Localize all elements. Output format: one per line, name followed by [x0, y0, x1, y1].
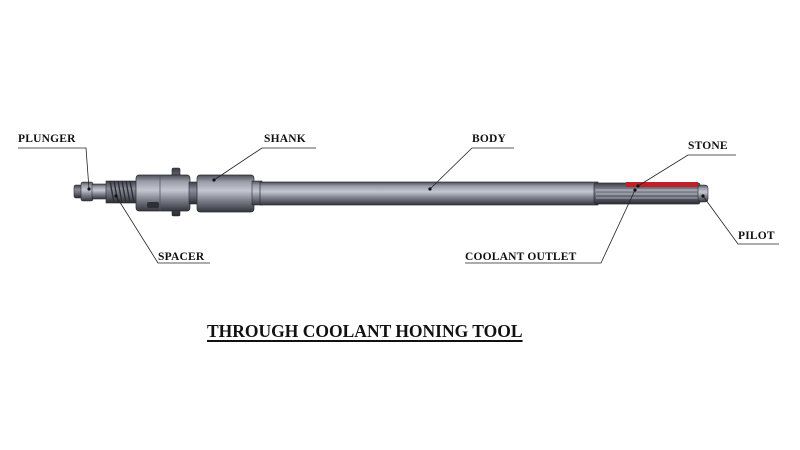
- diagram-title: THROUGH COOLANT HONING TOOL: [207, 321, 523, 341]
- stone-leader: [637, 154, 736, 187]
- shank-part: [188, 174, 263, 213]
- pilot-leader: [702, 195, 779, 245]
- coolant-outlet-label: COOLANT OUTLET: [465, 251, 577, 263]
- leader-dots: [87, 178, 705, 198]
- plunger-part: [73, 181, 109, 202]
- body-leader: [429, 147, 514, 190]
- body-part: [259, 181, 599, 206]
- coolant-outlet-leader: [465, 189, 636, 264]
- collar-part: [135, 167, 191, 217]
- spacer-label: SPACER: [158, 251, 205, 263]
- plunger-label: PLUNGER: [18, 133, 76, 145]
- pilot-label: PILOT: [738, 230, 775, 242]
- pilot-tip: [697, 184, 709, 203]
- honing-head-part: [593, 182, 709, 205]
- plunger-leader: [18, 147, 90, 190]
- spacer-leader: [115, 195, 210, 264]
- spacer-part: [105, 180, 139, 204]
- stone-label: STONE: [688, 140, 728, 152]
- body-label: BODY: [472, 133, 507, 145]
- stone-strip: [626, 182, 698, 187]
- shank-label: SHANK: [264, 133, 306, 145]
- leader-lines: [18, 147, 779, 264]
- shank-leader: [213, 147, 316, 181]
